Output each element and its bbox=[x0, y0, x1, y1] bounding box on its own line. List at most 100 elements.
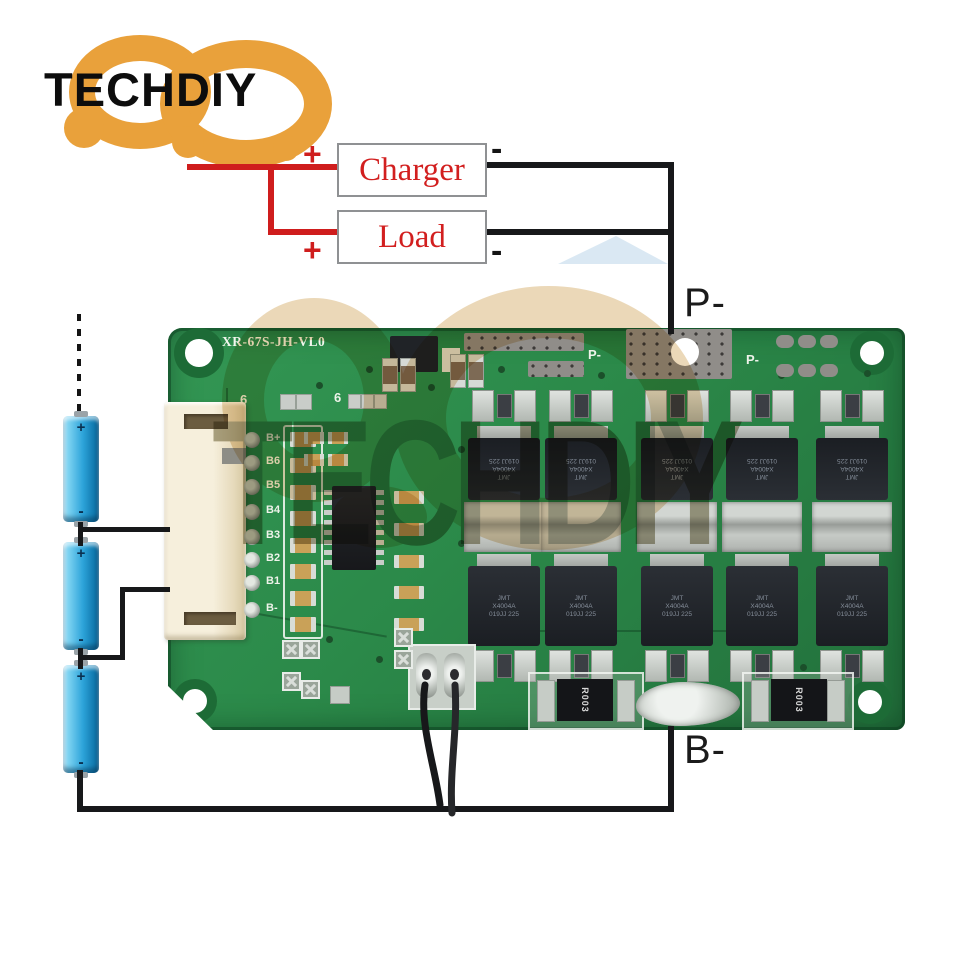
smd-resistor bbox=[450, 354, 466, 388]
board-corner-chamfer bbox=[166, 684, 216, 733]
pin-label: B5 bbox=[266, 479, 281, 491]
charger-plus-sign: + bbox=[303, 136, 322, 172]
silkscreen-p-minus: P- bbox=[746, 352, 759, 367]
cell-minus-mark: - bbox=[78, 631, 84, 648]
load-plus-sign: + bbox=[303, 232, 322, 268]
brand-logo bbox=[28, 30, 338, 170]
balance-wire-1 bbox=[78, 527, 170, 532]
shunt-resistor: R003 bbox=[771, 679, 827, 721]
tinned-bus-bar bbox=[722, 502, 802, 552]
more-cells-dashed-line bbox=[77, 314, 81, 412]
brand-logo-text: TECHDIY bbox=[44, 63, 258, 116]
smd-resistor bbox=[328, 432, 348, 444]
charger-negative-wire bbox=[481, 162, 674, 168]
spare-pads bbox=[776, 335, 840, 377]
connector-slot bbox=[184, 414, 228, 429]
solder-pad-strip bbox=[528, 361, 584, 377]
connector-pin bbox=[244, 552, 260, 568]
load-negative-wire bbox=[481, 229, 674, 235]
battery-cell: + - bbox=[63, 411, 99, 527]
balance-wire-2b bbox=[120, 587, 125, 660]
pin-label: B1 bbox=[266, 575, 281, 587]
tinned-bus-bar bbox=[637, 502, 717, 552]
smd-pad bbox=[330, 686, 350, 704]
battery-cell: + - bbox=[63, 660, 99, 778]
connector-pin bbox=[244, 602, 260, 618]
solder-pin bbox=[444, 653, 465, 698]
solder-blob bbox=[636, 682, 740, 726]
charger-label: Charger bbox=[359, 151, 465, 188]
pin-label: B- bbox=[266, 602, 278, 614]
watermark-artifact bbox=[558, 236, 668, 264]
smd-resistor bbox=[400, 358, 416, 392]
smd-pad bbox=[374, 394, 387, 409]
pack-negative-wire-b bbox=[77, 806, 674, 812]
cell-minus-mark: - bbox=[78, 754, 84, 771]
pin-label: B+ bbox=[266, 432, 281, 444]
p-minus-wire bbox=[668, 162, 674, 334]
load-label: Load bbox=[378, 218, 446, 255]
cell-minus-mark: - bbox=[78, 503, 84, 520]
connector-pin bbox=[244, 455, 260, 471]
smd-pad bbox=[348, 394, 361, 409]
smd-pad bbox=[361, 394, 374, 409]
tinned-bus-bar bbox=[541, 502, 621, 552]
smd-resistor bbox=[304, 454, 324, 466]
silkscreen-mark: 6 bbox=[334, 390, 342, 405]
protection-ic bbox=[324, 486, 384, 570]
b-minus-label: B- bbox=[684, 728, 726, 772]
smd-resistor bbox=[468, 354, 484, 388]
load-box: Load bbox=[337, 210, 487, 264]
soldered-output-wires bbox=[420, 681, 460, 817]
connector-slot bbox=[184, 612, 236, 625]
p-minus-label: P- bbox=[684, 281, 726, 325]
charger-box: Charger bbox=[337, 143, 487, 197]
connector-pin bbox=[244, 504, 260, 520]
tinned-bus-bar bbox=[464, 502, 544, 552]
mounting-hole bbox=[174, 328, 224, 378]
connector-pin bbox=[244, 529, 260, 545]
balance-wire-2c bbox=[120, 587, 170, 592]
smd-resistor bbox=[328, 454, 348, 466]
cell-plus-mark: + bbox=[76, 419, 86, 436]
smd-pad bbox=[296, 394, 312, 410]
cloud-logo-icon bbox=[64, 35, 332, 168]
connector-tab bbox=[222, 448, 246, 464]
shunt-resistor-area: R003 bbox=[528, 672, 644, 730]
cell-plus-mark: + bbox=[76, 545, 86, 562]
silkscreen-model-text: XR-67S-JH-VL0 bbox=[222, 334, 326, 349]
shunt-resistor: R003 bbox=[557, 679, 613, 721]
connector-pin bbox=[244, 432, 260, 448]
smd-pad bbox=[280, 394, 296, 410]
pack-positive-wire bbox=[187, 164, 337, 170]
battery-cell: + - bbox=[63, 537, 99, 655]
via-dots bbox=[168, 328, 171, 331]
pcb-trace bbox=[468, 630, 768, 632]
bms-pcb-board: XR-67S-JH-VL0 P- P- 6 6 bbox=[164, 328, 905, 730]
b-minus-wire bbox=[668, 726, 674, 812]
mounting-hole bbox=[848, 680, 892, 724]
smd-resistor bbox=[304, 432, 324, 444]
smd-resistor bbox=[382, 358, 398, 392]
shunt-resistor-area: R003 bbox=[742, 672, 854, 730]
connector-pin bbox=[244, 479, 260, 495]
positive-branch-wire bbox=[268, 164, 274, 235]
pin-label: B3 bbox=[266, 529, 281, 541]
pack-negative-wire-a bbox=[77, 770, 83, 812]
load-positive-wire bbox=[268, 229, 337, 235]
load-minus-sign: - bbox=[491, 232, 503, 270]
pin-label: B2 bbox=[266, 552, 281, 564]
